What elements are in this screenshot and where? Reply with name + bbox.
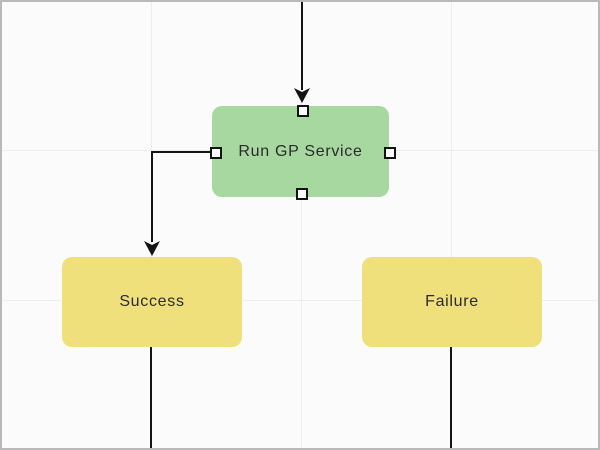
node-success[interactable]: Success: [62, 257, 242, 347]
node-run-gp-service[interactable]: Run GP Service: [212, 106, 389, 197]
grid-line-vertical: [301, 2, 302, 448]
node-run-gp-service-label: Run GP Service: [238, 142, 363, 160]
grid-line-horizontal: [2, 300, 598, 301]
node-failure-label: Failure: [425, 293, 479, 310]
selection-handle-bottom[interactable]: [296, 188, 308, 200]
node-success-label: Success: [119, 293, 185, 310]
selection-handle-left[interactable]: [210, 147, 222, 159]
node-failure[interactable]: Failure: [362, 257, 542, 347]
selection-handle-right[interactable]: [384, 147, 396, 159]
connector-top-to-run-gp-service[interactable]: [294, 2, 310, 103]
selection-handle-top[interactable]: [297, 105, 309, 117]
grid-line-vertical: [451, 2, 452, 448]
connector-run-gp-service-to-success[interactable]: [144, 151, 210, 256]
